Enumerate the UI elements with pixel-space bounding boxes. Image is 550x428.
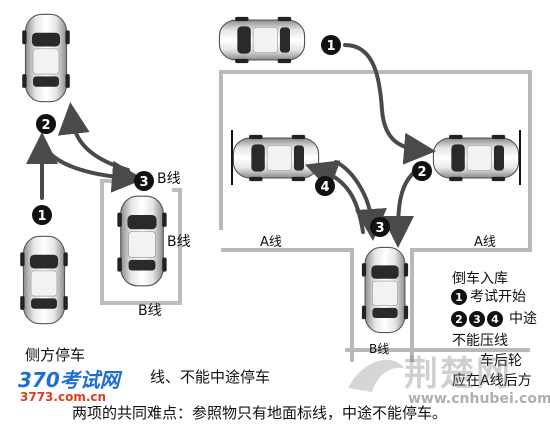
- step-badge-label: 2: [41, 118, 50, 133]
- legend-line-3: 不能压线: [452, 333, 508, 349]
- legend-badge-2: 2: [451, 311, 467, 327]
- a-line-label-right: A线: [474, 235, 496, 250]
- site-logo-watermark: 370考试网: [18, 368, 120, 392]
- step-badge-right-1: 1: [321, 35, 341, 55]
- parking-space-outline: [100, 179, 182, 305]
- reverse-parking-lines: [219, 70, 532, 362]
- legend-line-1: 考试开始: [470, 289, 526, 305]
- url-watermark: www.cnhubei.com: [408, 391, 550, 407]
- legend-line-4: 车后轮: [480, 353, 522, 369]
- caption-title: 侧方停车: [25, 346, 86, 364]
- car-left-parked: [116, 195, 168, 287]
- site-url-watermark: 3773.com.cn: [20, 390, 107, 404]
- b-line-label-top: B线: [157, 171, 181, 187]
- footer-note: 两项的共同难点：参照物只有地面标线，中途不能停车。: [72, 404, 448, 422]
- cn-watermark: 荆楚网: [404, 354, 512, 394]
- step-badge-left-2: 2: [36, 114, 56, 134]
- watermark-bird-icon: [348, 359, 404, 392]
- car-right-right-side: [432, 134, 520, 182]
- legend-badge-4: 4: [487, 311, 503, 327]
- car-left-top: [21, 13, 71, 103]
- step-badge-right-2: 2: [412, 161, 432, 181]
- step-badge-label: 4: [320, 180, 329, 195]
- legend-title: 倒车入库: [452, 271, 508, 287]
- step-badge-label: 3: [139, 175, 148, 190]
- left-arrows: [26, 102, 144, 200]
- b-line-label-garage: B线: [369, 342, 390, 356]
- caption-rule: 线、不能中途停车: [150, 368, 271, 386]
- legend-badge-label: 4: [491, 313, 499, 326]
- car-left-bottom: [19, 235, 69, 325]
- legend-badge-label: 2: [455, 313, 463, 326]
- car-right-left-side: [232, 134, 320, 182]
- boundary-ticks: [231, 130, 521, 185]
- step-badge-right-4: 4: [315, 176, 335, 196]
- b-line-label-right: B线: [167, 234, 191, 250]
- legend-badge-label: 3: [473, 313, 481, 326]
- legend-badge-label: 1: [455, 291, 463, 304]
- legend-line-5: 应在A线后方: [452, 373, 532, 389]
- legend-badge-3: 3: [469, 311, 485, 327]
- b-line-label-bottom: B线: [138, 303, 162, 319]
- step-badge-label: 1: [37, 209, 46, 224]
- car-right-garage: [361, 246, 409, 334]
- legend-badge-1: 1: [451, 289, 467, 305]
- a-line-label-left: A线: [260, 235, 282, 250]
- step-badge-label: 1: [326, 39, 335, 54]
- step-badge-left-1: 1: [32, 205, 52, 225]
- step-badge-right-3: 3: [370, 217, 390, 237]
- step-badge-label: 3: [375, 221, 384, 236]
- legend-line-2: 中途: [509, 311, 537, 327]
- step-badge-label: 2: [417, 165, 426, 180]
- car-right-start: [218, 16, 306, 64]
- step-badge-left-3: 3: [134, 171, 154, 191]
